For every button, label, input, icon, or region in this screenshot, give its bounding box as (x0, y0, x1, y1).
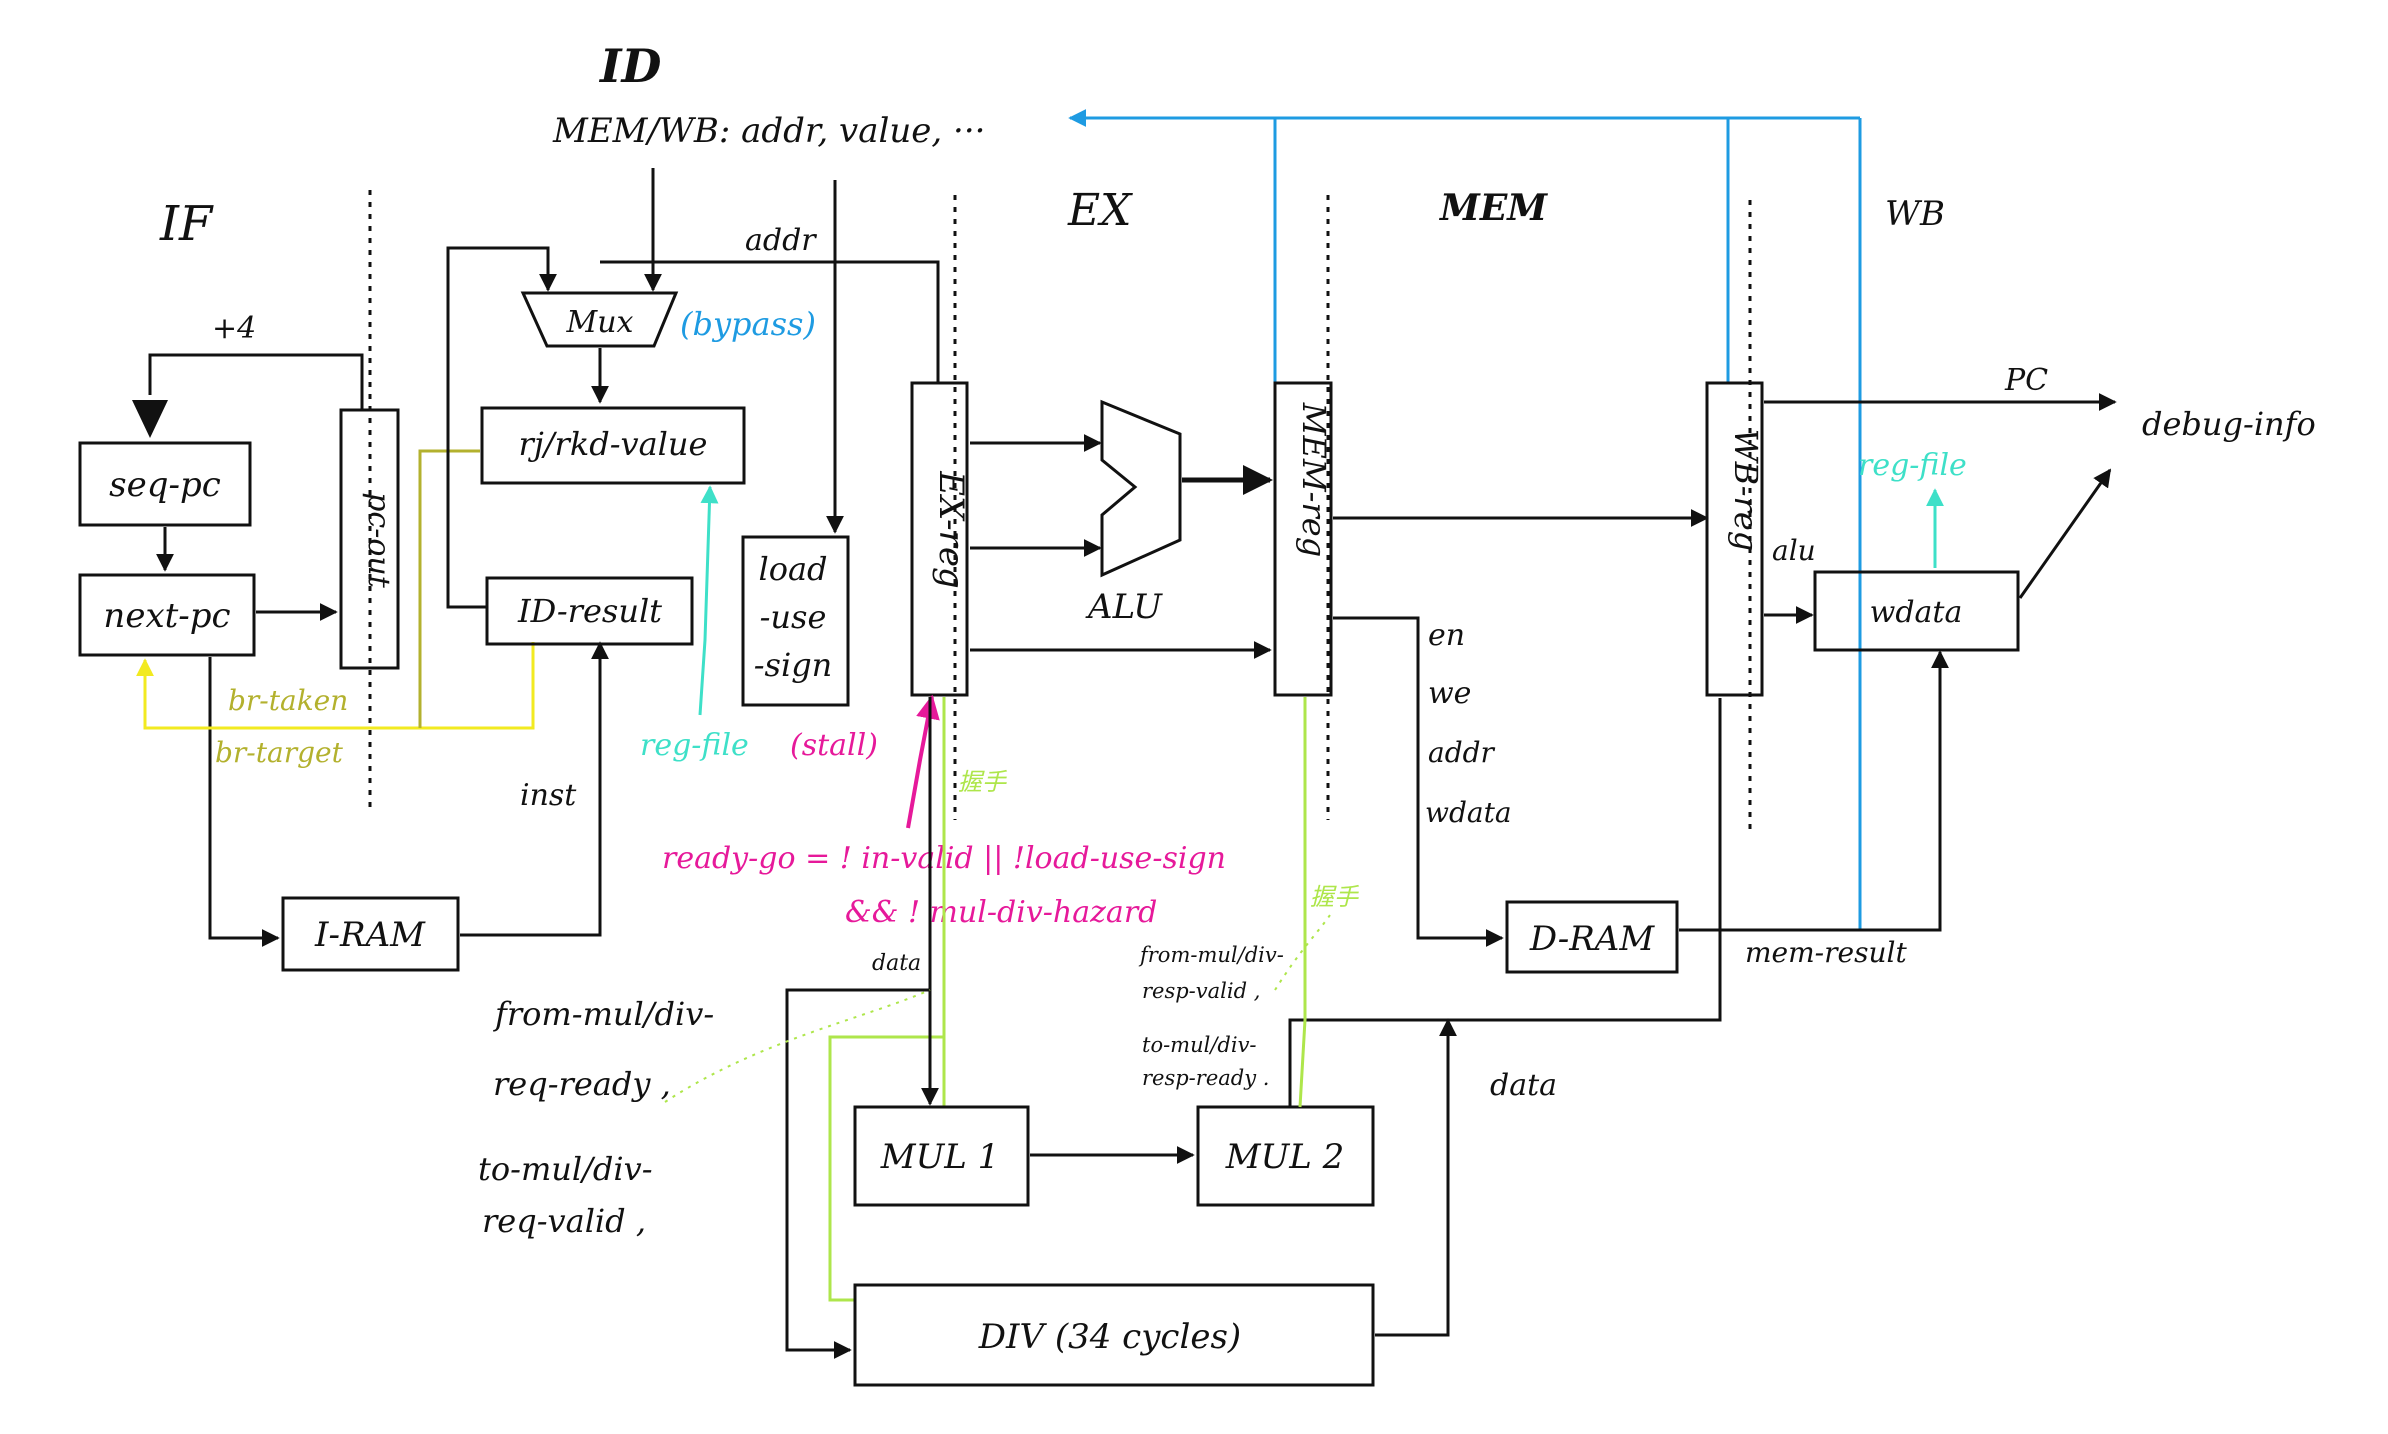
debug-info-label: debug-info (2142, 405, 2316, 443)
mem-reg-label: MEM-reg (1295, 402, 1333, 557)
mem-reg-box (1273, 381, 1333, 697)
id-header-label: MEM/WB: addr, value, ··· (552, 111, 985, 151)
ready-go-line2: && ! mul-div-hazard (845, 895, 1157, 930)
mem-to-dram-wire (1333, 616, 1504, 947)
id-result-label: ID-result (517, 592, 662, 630)
seq-pc-box (78, 441, 252, 527)
ex-data-label: data (872, 951, 921, 976)
id-result-feedback-wire (446, 246, 557, 609)
bypass-label: (bypass) (680, 305, 816, 343)
mem-stage: MEM-reg en we addr wdata D-RAM mem-resul… (1138, 381, 1949, 1337)
load-use-sign-line1: load (758, 550, 827, 588)
stage-label-wb: WB (1885, 194, 1945, 234)
wb-stage: WB-reg PC debug-info alu wdata reg-file (1705, 363, 2316, 697)
addr-to-ex-wire (600, 260, 940, 383)
ex-reg-label: EX-reg (931, 470, 971, 588)
bypass-feedback-lines (1068, 109, 1862, 930)
alu-label: ALU (1085, 587, 1163, 627)
mem-result-wire (1679, 650, 1949, 932)
from-req-ready-line2: req-ready , (493, 1065, 671, 1103)
next-pc-box (78, 573, 256, 657)
mul-div-req-handshake-wire (828, 697, 946, 1302)
inst-label: inst (520, 778, 577, 813)
mem-signal-addr: addr (1428, 736, 1496, 769)
inst-wire (460, 641, 609, 937)
mul1-box (853, 1105, 1030, 1207)
load-use-sign-box (741, 535, 850, 707)
mul-div-resp-handshake-wire (1298, 697, 1307, 1108)
req-handshake-label: 握手 (958, 768, 1008, 796)
ready-go-arrow (906, 694, 940, 829)
br-taken-label: br-taken (228, 684, 348, 717)
from-req-ready-line1: from-mul/div- (493, 995, 714, 1033)
to-resp-ready-line1: to-mul/div- (1142, 1033, 1257, 1057)
stage-label-id: ID (598, 39, 662, 93)
rj-rkd-value-box (480, 406, 746, 485)
resp-handshake-label: 握手 (1310, 883, 1360, 911)
load-use-sign-line2: -use (760, 598, 827, 636)
stage-label-if: IF (159, 196, 214, 252)
reg-file-label-wb: reg-file (1858, 448, 1967, 483)
id-stage: Mux (bypass) addr rj/rkd-value reg-file … (446, 168, 940, 813)
plus4-loop-wire (148, 353, 364, 410)
branch-feedback-wire (136, 642, 535, 730)
stall-label: (stall) (790, 728, 878, 763)
mem-signal-we: we (1428, 676, 1471, 711)
mem-signal-wdata: wdata (1425, 796, 1512, 829)
if-stage: +4 seq-pc next-pc pc-out I-RAM br-taken … (78, 311, 609, 972)
dram-box (1505, 900, 1679, 974)
iram-fetch-wire (208, 657, 280, 947)
mem-result-label: mem-result (1745, 936, 1907, 969)
ex-stage: EX-reg ALU ready-go = ! in-valid || !loa… (478, 381, 1375, 1387)
branch-tap-wire (418, 449, 480, 728)
mul-div-result-wire (1288, 698, 1722, 1337)
wdata-box (1813, 570, 2020, 652)
alu-shape (1100, 399, 1182, 578)
wb-reg-box (1705, 381, 1764, 697)
mul2-box (1196, 1105, 1375, 1207)
mul2-label: MUL 2 (1225, 1137, 1345, 1177)
rj-rkd-value-label: rj/rkd-value (519, 425, 708, 463)
mem-data-label: data (1490, 1068, 1557, 1103)
mux-label: Mux (566, 305, 634, 340)
ex-to-div-wire (785, 988, 930, 1359)
to-req-valid-line2: req-valid , (482, 1202, 646, 1240)
pc-out-box (339, 408, 400, 670)
wdata-to-debug-wire (2018, 468, 2112, 599)
div-box (853, 1283, 1375, 1387)
wb-reg-label: WB-reg (1727, 429, 1765, 552)
dram-label: D-RAM (1529, 919, 1656, 959)
plus4-label: +4 (212, 311, 256, 346)
to-req-valid-line1: to-mul/div- (478, 1150, 653, 1188)
stage-label-mem: MEM (1438, 187, 1548, 229)
seq-pc-label: seq-pc (109, 465, 221, 505)
iram-label: I-RAM (314, 915, 426, 955)
iram-box (281, 896, 460, 972)
br-target-label: br-target (215, 736, 344, 769)
div-label: DIV (34 cycles) (978, 1317, 1241, 1357)
reg-file-read-wire (698, 485, 719, 716)
id-result-box (485, 576, 694, 646)
from-resp-valid-line2: resp-valid , (1142, 979, 1260, 1003)
plus4-arrowhead (132, 400, 168, 438)
mem-signal-en: en (1428, 618, 1465, 653)
from-resp-valid-line1: from-mul/div- (1138, 943, 1284, 967)
stage-label-ex: EX (1067, 185, 1133, 236)
alu-label-wb: alu (1772, 534, 1816, 567)
next-pc-label: next-pc (103, 596, 230, 636)
wdata-label: wdata (1870, 595, 1963, 630)
to-resp-ready-line2: resp-ready . (1142, 1066, 1269, 1090)
load-use-sign-line3: -sign (754, 646, 833, 684)
mul1-label: MUL 1 (880, 1137, 1000, 1177)
reg-file-label-id: reg-file (640, 728, 749, 763)
pc-label: PC (2004, 363, 2048, 398)
addr-label: addr (745, 223, 817, 258)
pc-out-label: pc-out (361, 492, 396, 589)
mux-shape (520, 291, 679, 348)
